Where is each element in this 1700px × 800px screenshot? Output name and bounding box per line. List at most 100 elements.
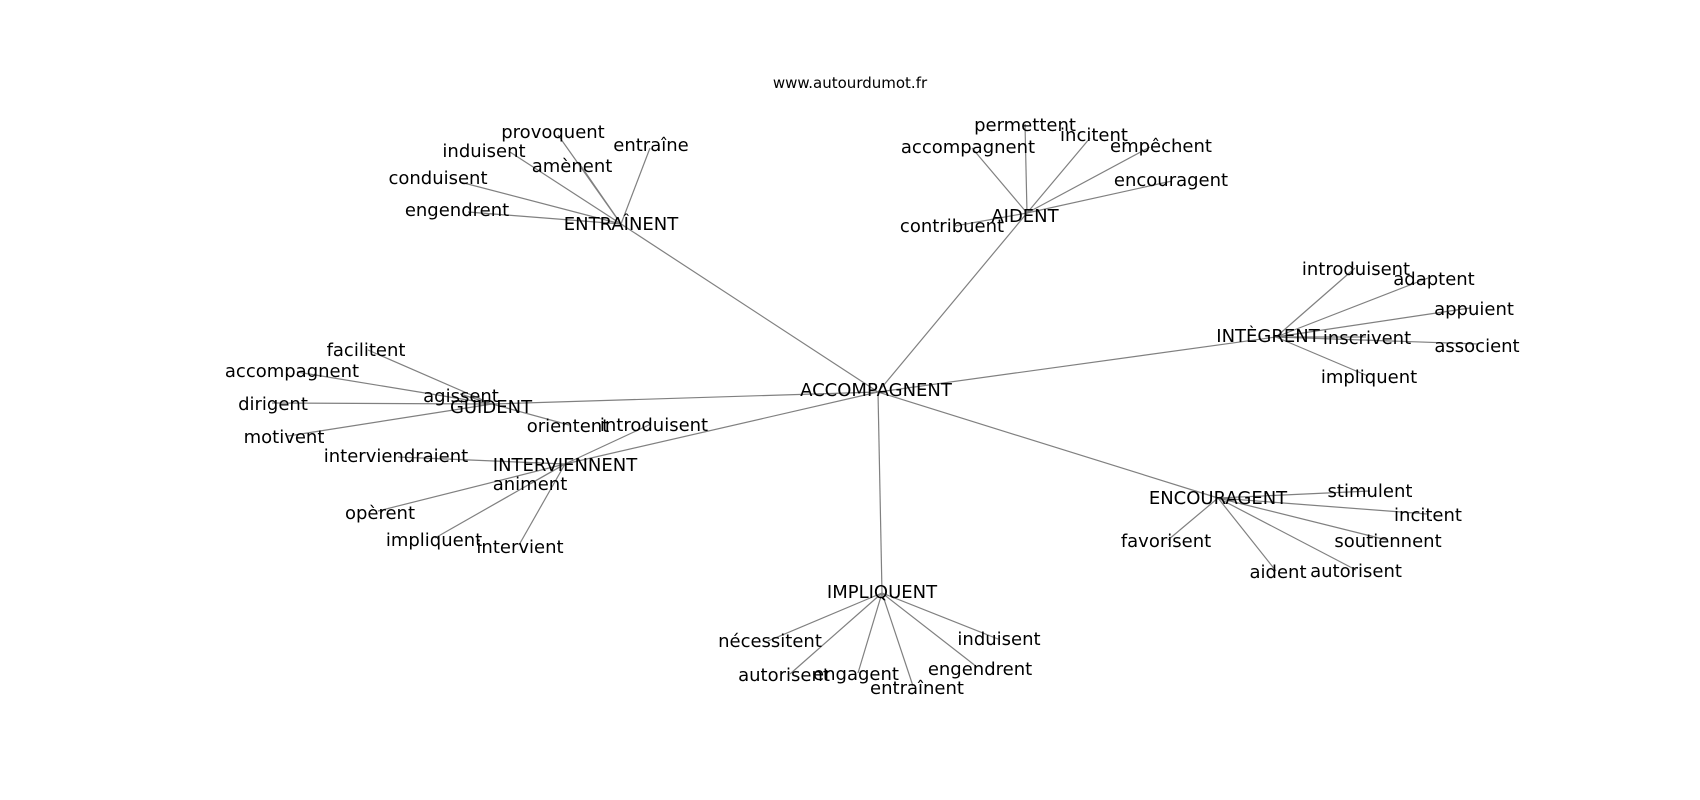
edge-hub-to-leaf — [954, 212, 1028, 227]
leaf-word: dirigent — [238, 394, 308, 415]
hub-word: INTÈGRENT — [1216, 325, 1320, 347]
edge-root-to-hub — [491, 391, 879, 405]
leaf-word: introduisent — [600, 415, 708, 436]
leaf-word: orientent — [527, 416, 610, 437]
edge-hub-to-leaf — [518, 463, 566, 546]
edge-hub-to-leaf — [789, 592, 883, 675]
edge-root-to-hub — [564, 391, 879, 465]
edge-hub-to-leaf — [491, 403, 570, 426]
leaf-word: interviendraient — [324, 446, 468, 467]
edge-hub-to-leaf — [1275, 336, 1479, 345]
leaf-word: induisent — [957, 629, 1040, 650]
edge-hub-to-leaf — [377, 463, 566, 512]
hub-word: IMPLIQUENT — [827, 582, 938, 603]
edge-hub-to-leaf — [459, 181, 622, 225]
leaf-word: incitent — [1060, 125, 1128, 146]
edge-root-to-hub — [877, 212, 1028, 393]
edge-hub-to-leaf — [857, 592, 883, 674]
leaf-word: inscrivent — [1323, 328, 1411, 349]
leaf-word: encouragent — [1114, 170, 1228, 191]
graph-labels: ACCOMPAGNENT ENTRAÎNENTprovoquentinduise… — [225, 115, 1520, 699]
edge-hub-to-leaf — [287, 403, 493, 437]
leaf-word: accompagnent — [225, 361, 359, 382]
leaf-word: impliquent — [1321, 367, 1417, 388]
edge-hub-to-leaf — [467, 211, 622, 225]
leaf-word: autorisent — [738, 665, 830, 686]
edge-hub-to-leaf — [1217, 497, 1428, 515]
edge-hub-to-leaf — [1275, 307, 1471, 338]
leaf-word: appuient — [1434, 299, 1514, 320]
edge-hub-to-leaf — [881, 592, 978, 668]
graph-edges — [271, 123, 1479, 687]
edge-hub-to-leaf — [397, 456, 566, 465]
hub-word: AIDENT — [991, 206, 1059, 227]
leaf-word: accompagnent — [901, 137, 1035, 158]
edge-hub-to-leaf — [1217, 497, 1277, 572]
root-word: ACCOMPAGNENT — [800, 380, 953, 401]
edge-hub-to-leaf — [1217, 497, 1357, 571]
leaf-word: soutiennent — [1334, 531, 1441, 552]
edge-hub-to-leaf — [1026, 137, 1091, 214]
leaf-word: introduisent — [1302, 259, 1410, 280]
leaf-word: engendrent — [928, 659, 1032, 680]
edge-hub-to-leaf — [1275, 336, 1369, 377]
edge-hub-to-leaf — [1275, 277, 1429, 338]
edge-hub-to-leaf — [1217, 490, 1371, 499]
leaf-word: favorisent — [1121, 531, 1211, 552]
edge-hub-to-leaf — [580, 165, 622, 225]
leaf-word: intervient — [476, 537, 563, 558]
edge-hub-to-leaf — [1167, 497, 1219, 541]
leaf-word: contribuent — [900, 216, 1004, 237]
edge-root-to-hub — [620, 223, 879, 393]
edge-hub-to-leaf — [881, 592, 914, 687]
leaf-word: conduisent — [388, 168, 487, 189]
leaf-word: associent — [1434, 336, 1519, 357]
edge-hub-to-leaf — [1217, 497, 1388, 541]
edge-hub-to-leaf — [881, 592, 999, 640]
leaf-word: entraîne — [613, 135, 688, 156]
leaf-word: agissent — [423, 386, 499, 407]
edge-hub-to-leaf — [271, 402, 493, 405]
leaf-word: engendrent — [405, 200, 509, 221]
hub-word: GUIDENT — [450, 397, 533, 418]
edge-hub-to-leaf — [1026, 180, 1173, 214]
leaf-word: opèrent — [345, 503, 415, 524]
leaf-word: nécessitent — [718, 631, 822, 652]
leaf-word: induisent — [442, 141, 525, 162]
leaf-word: autorisent — [1310, 561, 1402, 582]
leaf-word: amènent — [532, 156, 613, 177]
edge-hub-to-leaf — [971, 147, 1028, 214]
edge-hub-to-leaf — [459, 393, 493, 405]
leaf-word: engagent — [813, 664, 899, 685]
edge-hub-to-leaf — [1026, 146, 1151, 214]
hub-word: INTERVIENNENT — [493, 455, 638, 476]
leaf-word: provoquent — [501, 122, 604, 143]
edge-hub-to-leaf — [296, 371, 493, 405]
leaf-word: stimulent — [1328, 481, 1413, 502]
edge-hub-to-leaf — [620, 147, 651, 225]
edge-hub-to-leaf — [564, 423, 652, 465]
leaf-word: aident — [1250, 562, 1307, 583]
leaf-word: empêchent — [1110, 136, 1212, 157]
leaf-word: incitent — [1394, 505, 1462, 526]
leaf-word: entraînent — [870, 678, 964, 699]
leaf-word: adaptent — [1393, 269, 1475, 290]
edge-hub-to-leaf — [767, 592, 883, 642]
source-url: www.autourdumot.fr — [773, 74, 928, 92]
edge-root-to-hub — [877, 391, 1219, 499]
edge-root-to-hub — [877, 336, 1277, 393]
hub-word: ENCOURAGENT — [1149, 488, 1288, 509]
hub-word: ENTRAÎNENT — [564, 213, 680, 235]
edge-hub-to-leaf — [1024, 123, 1028, 214]
edge-hub-to-leaf — [367, 349, 493, 405]
edge-root-to-hub — [877, 391, 883, 594]
leaf-word: animent — [493, 474, 568, 495]
edge-hub-to-leaf — [434, 463, 566, 539]
leaf-word: permettent — [974, 115, 1076, 136]
edge-hub-to-leaf — [1275, 267, 1356, 338]
leaf-word: facilitent — [327, 340, 406, 361]
leaf-word: impliquent — [386, 530, 482, 551]
edge-hub-to-leaf — [509, 151, 622, 225]
leaf-word: motivent — [244, 427, 325, 448]
